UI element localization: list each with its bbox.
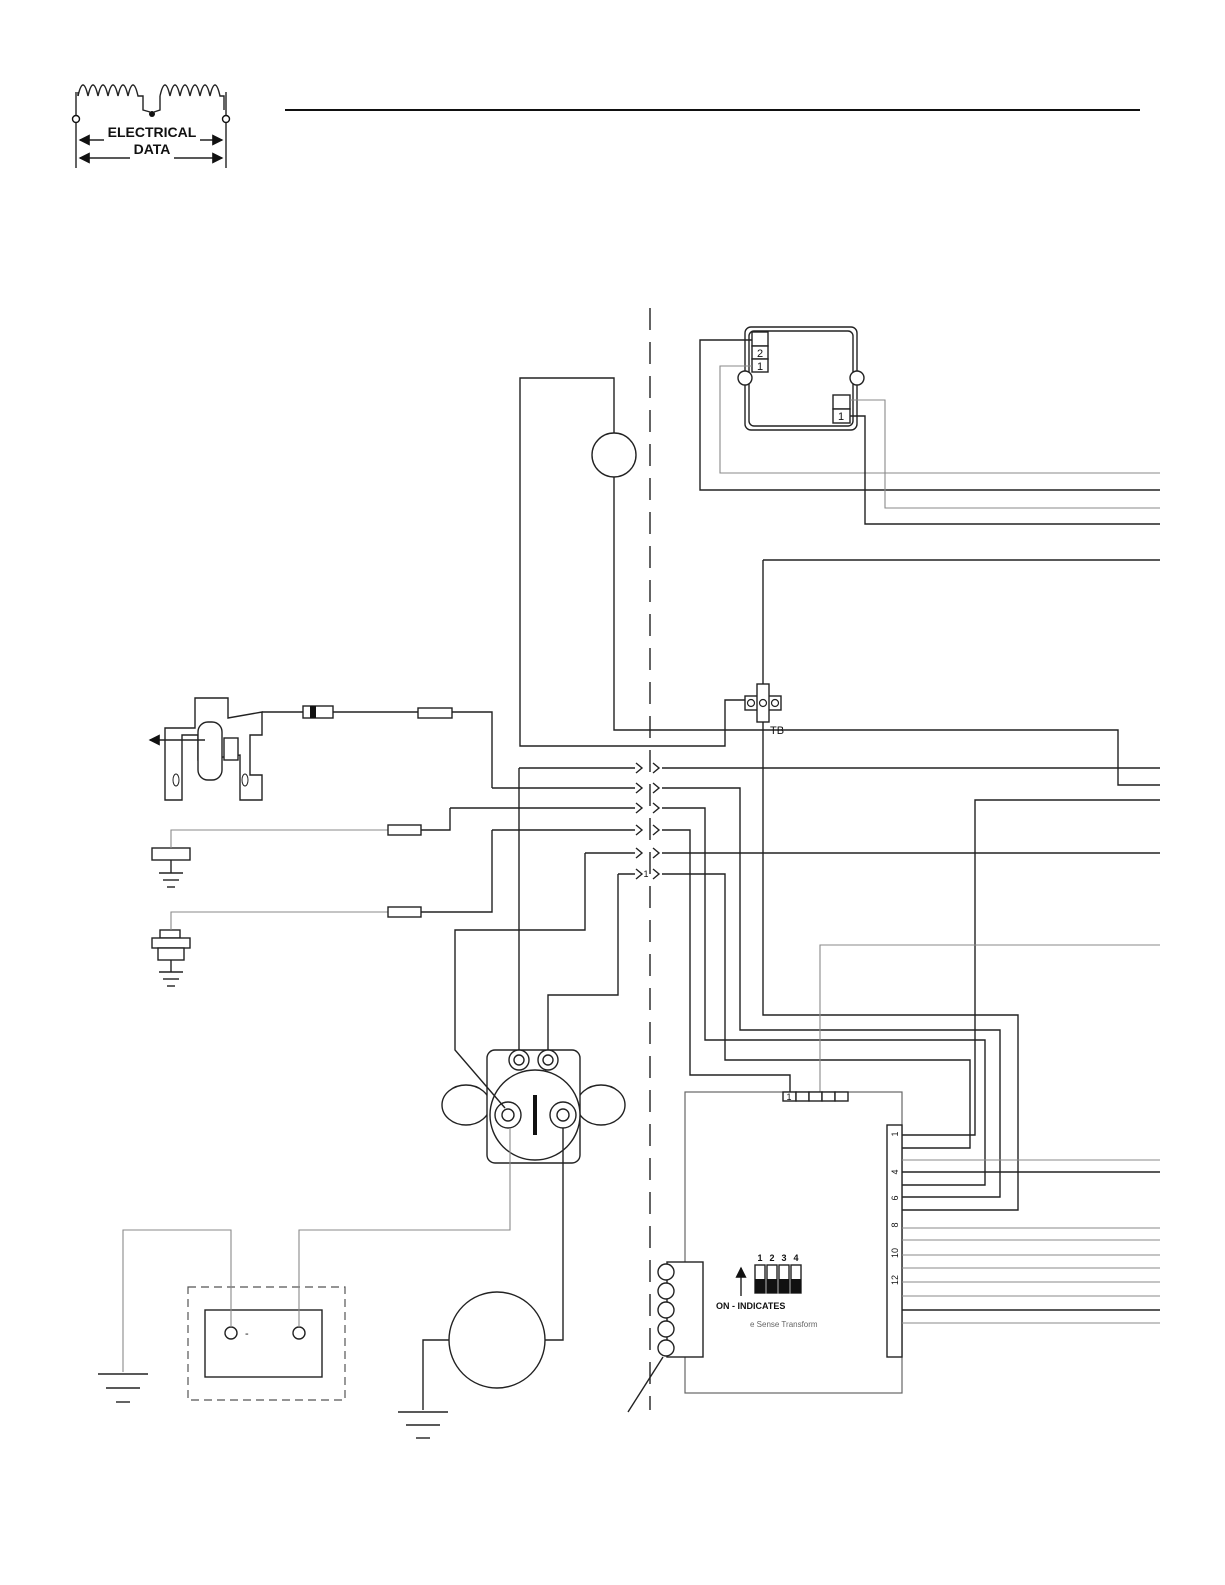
fuel-solenoid bbox=[150, 698, 262, 800]
strip-label-1: 1 bbox=[890, 1131, 900, 1136]
strip-label-12: 12 bbox=[890, 1275, 900, 1285]
battery-minus: - bbox=[245, 1328, 249, 1340]
module-right-pin-1: 1 bbox=[838, 411, 844, 423]
electrical-data-logo-icon: ELECTRICAL DATA bbox=[73, 85, 230, 168]
strip-label-10: 10 bbox=[890, 1248, 900, 1258]
dip-label-3: 3 bbox=[781, 1253, 786, 1263]
dip-label-2: 2 bbox=[769, 1253, 774, 1263]
round-component bbox=[592, 433, 636, 477]
logo-line2: DATA bbox=[134, 141, 171, 157]
strip-label-4: 4 bbox=[890, 1169, 900, 1174]
control-board: 1 1 4 6 8 10 12 1 2 3 4 ON - INDICA bbox=[658, 1092, 902, 1393]
board-note: e Sense Transform bbox=[750, 1320, 818, 1329]
sensor-2 bbox=[152, 848, 190, 887]
connector-row: 1 bbox=[636, 763, 659, 879]
dip-caption: ON - INDICATES bbox=[716, 1301, 785, 1311]
sensor-3 bbox=[152, 930, 190, 986]
ground-icon bbox=[98, 1374, 148, 1402]
terminal-block-label: TB bbox=[770, 725, 784, 737]
inline-fuse-1 bbox=[418, 708, 452, 718]
battery-icon: - bbox=[188, 1287, 345, 1400]
terminal-block: TB bbox=[745, 684, 784, 737]
ground-icon bbox=[398, 1412, 448, 1438]
strip-label-6: 6 bbox=[890, 1195, 900, 1200]
inline-fuse-2 bbox=[388, 825, 421, 835]
board-header-pin-1: 1 bbox=[786, 1092, 791, 1102]
starter-motor bbox=[449, 1292, 545, 1388]
module-pin-1: 1 bbox=[757, 361, 763, 373]
inline-fuse-3 bbox=[388, 907, 421, 917]
diode-icon bbox=[303, 706, 333, 718]
module-pin-2: 2 bbox=[757, 348, 763, 360]
logo-line1: ELECTRICAL bbox=[108, 124, 197, 140]
dip-label-4: 4 bbox=[793, 1253, 798, 1263]
strip-label-8: 8 bbox=[890, 1222, 900, 1227]
connector-pin-1: 1 bbox=[643, 869, 648, 879]
dip-label-1: 1 bbox=[757, 1253, 762, 1263]
top-module: 2 1 1 bbox=[738, 327, 864, 430]
